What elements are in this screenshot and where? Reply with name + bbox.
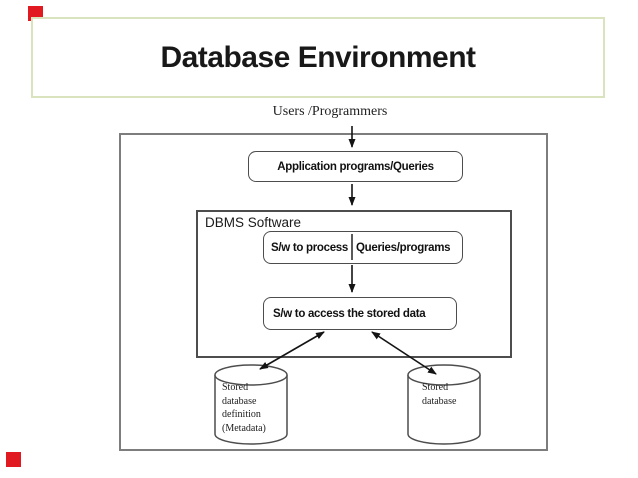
process-queries-box: S/w to process Queries/programs bbox=[263, 231, 463, 264]
dbms-software-label: DBMS Software bbox=[205, 215, 302, 230]
environment-frame bbox=[119, 133, 548, 451]
right-cylinder-label: Stored database bbox=[422, 381, 456, 408]
process-queries-label-left: S/w to process bbox=[271, 241, 348, 254]
title-box: Database Environment bbox=[31, 17, 605, 98]
left-cylinder-label: Stored database definition (Metadata) bbox=[222, 381, 266, 435]
right-cylinder-line: Stored bbox=[422, 382, 449, 393]
left-cylinder-line: (Metadata) bbox=[222, 422, 266, 434]
access-stored-data-box: S/w to access the stored data bbox=[263, 297, 457, 330]
page-title: Database Environment bbox=[160, 40, 476, 74]
access-stored-data-label: S/w to access the stored data bbox=[273, 307, 426, 320]
left-cylinder-line: Stored bbox=[222, 382, 249, 393]
red-accent-bottom-left bbox=[6, 452, 21, 467]
application-programs-label: Application programs/Queries bbox=[277, 160, 434, 173]
users-programmers-label: Users /Programmers bbox=[272, 104, 388, 119]
right-cylinder-line: database bbox=[422, 395, 457, 407]
process-queries-label-right: Queries/programs bbox=[356, 241, 451, 254]
left-cylinder-line: database bbox=[222, 395, 257, 407]
application-programs-box: Application programs/Queries bbox=[248, 151, 463, 182]
left-cylinder-line: definition bbox=[222, 409, 261, 420]
